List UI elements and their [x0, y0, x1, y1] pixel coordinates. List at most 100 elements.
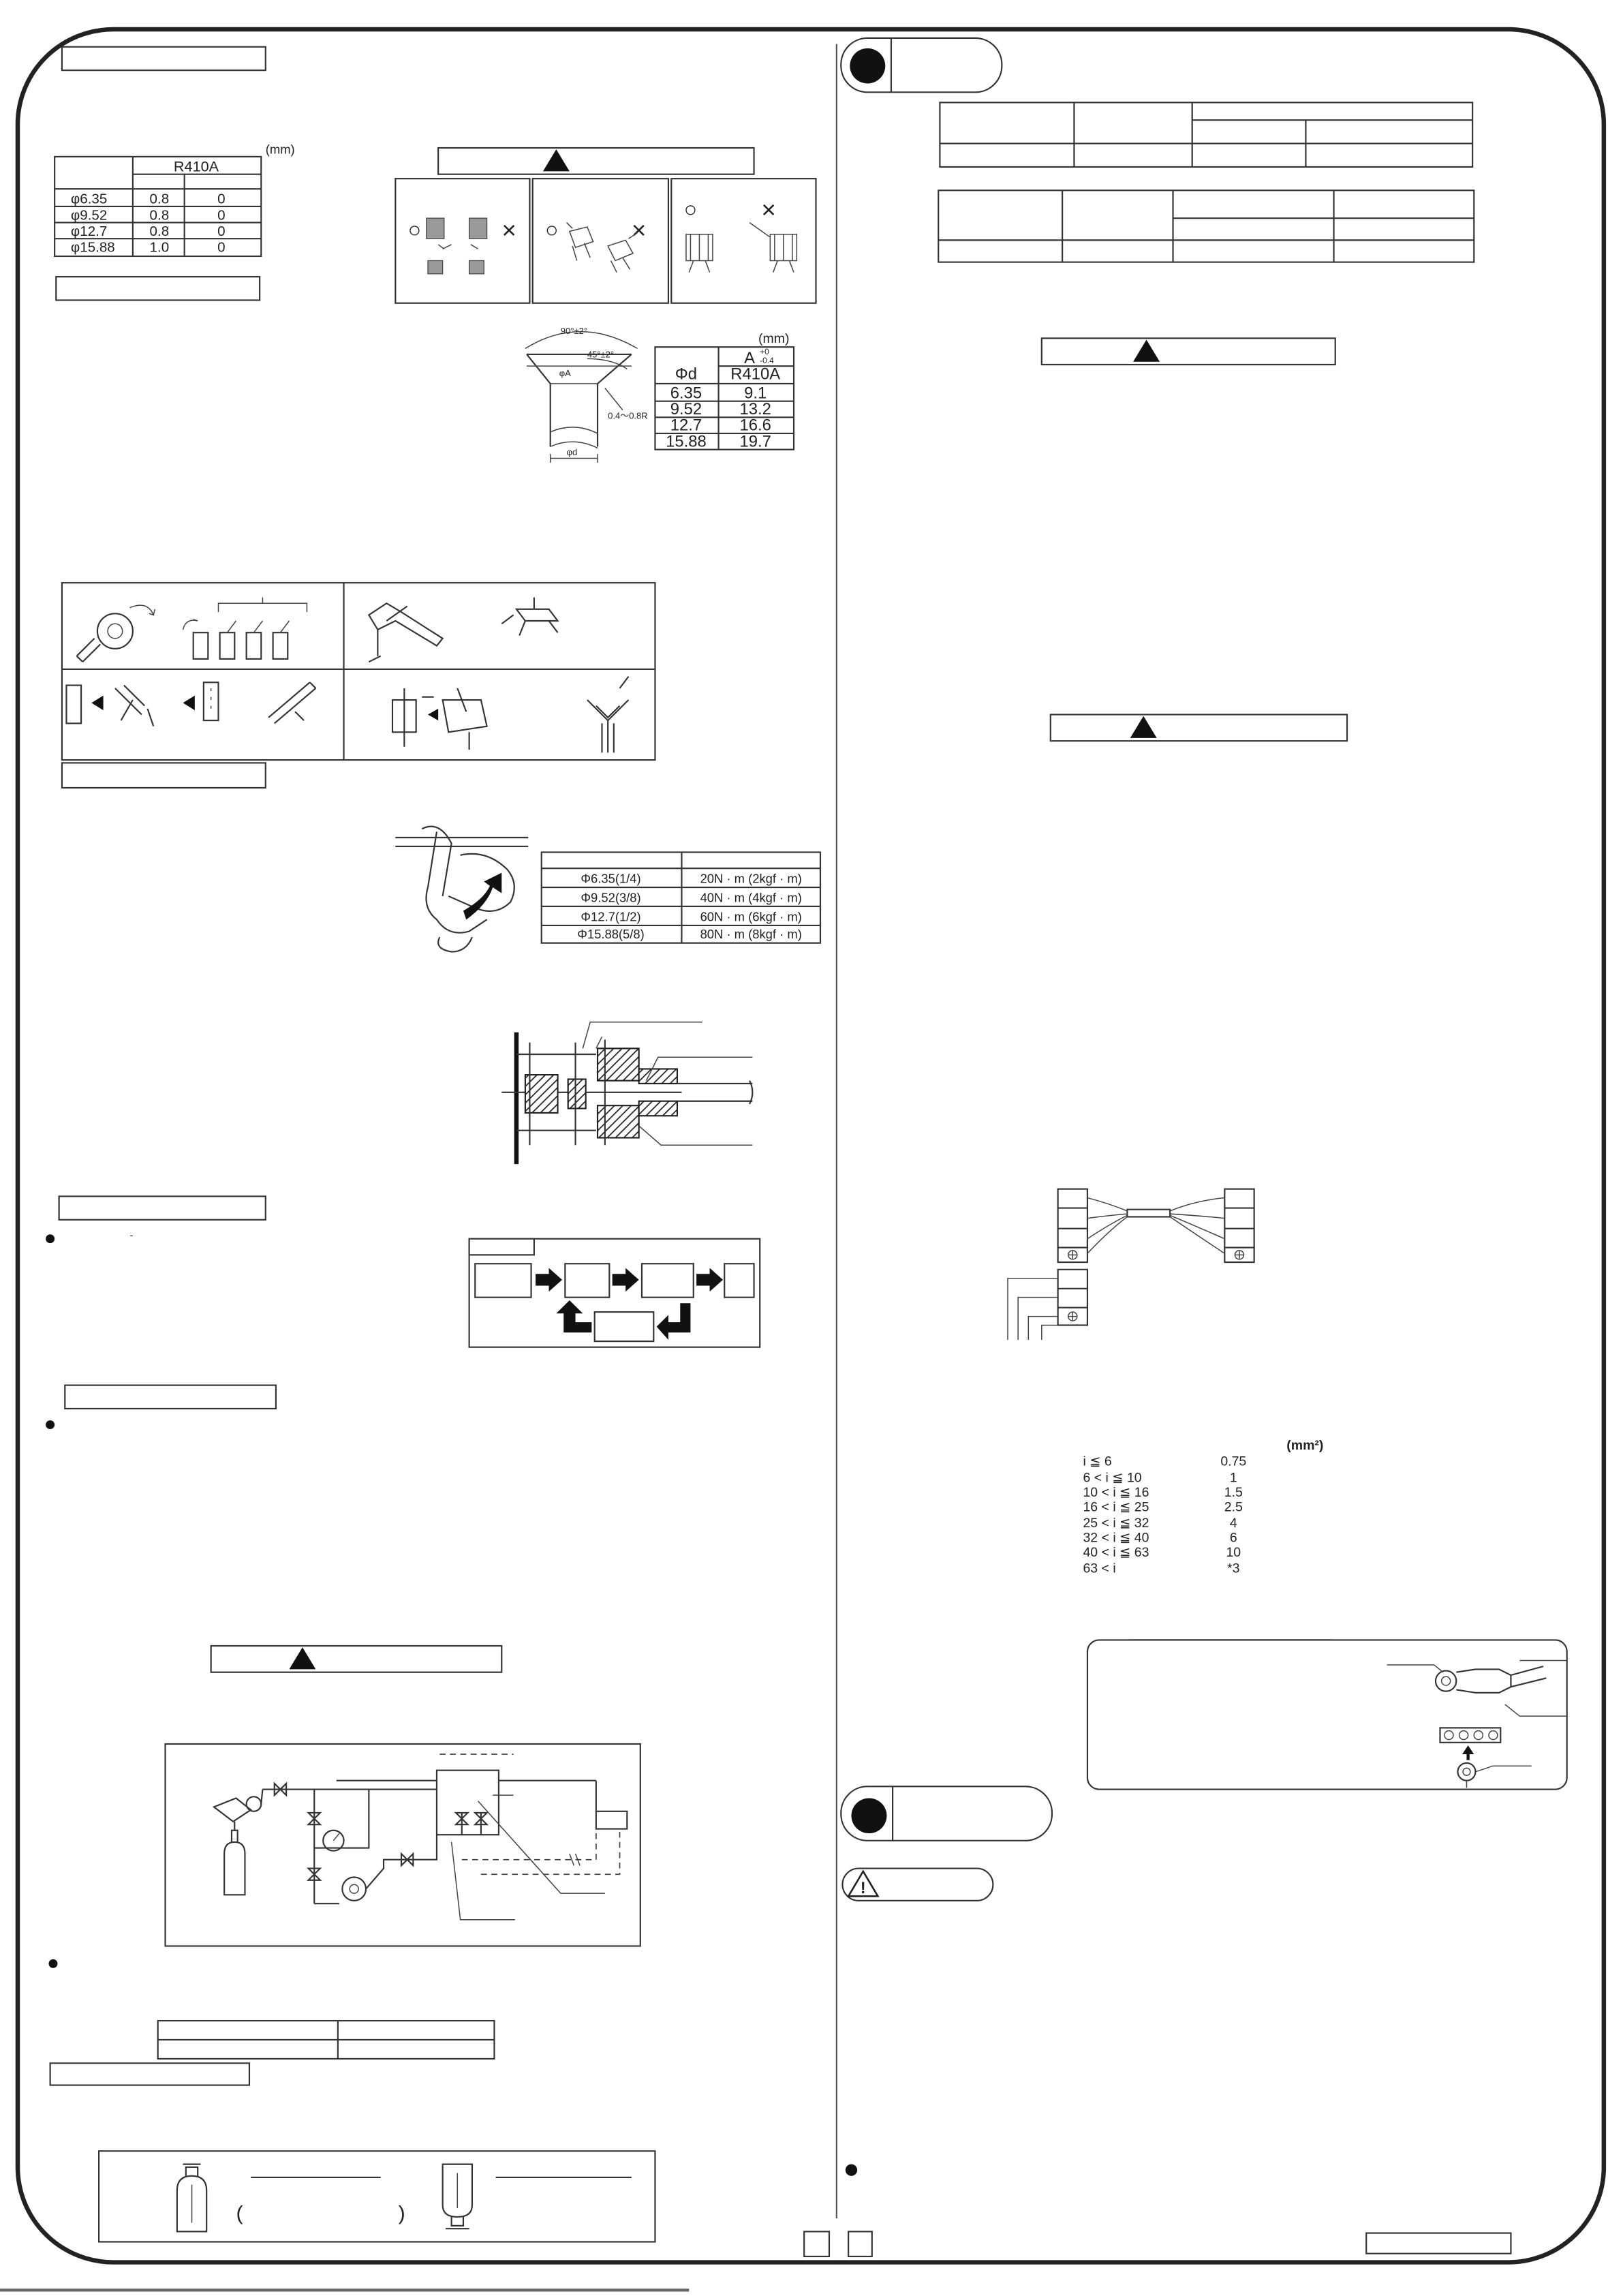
cut-pipe-drawing	[192, 632, 209, 660]
table-unit: (mm²)	[1286, 1438, 1323, 1453]
flow-step-box	[593, 1311, 655, 1343]
valve-icon	[306, 1811, 322, 1826]
bullet-icon	[48, 1959, 58, 1968]
table-cell: 63 < i	[1083, 1561, 1115, 1576]
pipe-cut-panel: ○ ×	[395, 178, 531, 304]
table-cell: 10 < i ≦ 16	[1083, 1485, 1149, 1500]
pipe-cut-panel: ○ ×	[531, 178, 670, 304]
table-row: φ9.52 0.8 0	[71, 207, 226, 223]
ng-symbol: ×	[501, 216, 516, 244]
radius-label: 0.4～0.8R	[608, 411, 647, 421]
table-cell: 4	[1230, 1516, 1237, 1531]
flare-nut-drawing	[685, 234, 713, 273]
table-row: 6 < i ≦ 10 1	[1083, 1470, 1237, 1485]
warning-header	[1040, 337, 1336, 366]
table-row: 40 < i ≦ 63 10	[1083, 1545, 1241, 1560]
section-number-circle-icon	[851, 1798, 887, 1834]
table-cell: 0	[217, 224, 225, 239]
pipe-cutter-drawing	[96, 613, 134, 649]
warning-header	[210, 1644, 503, 1673]
section-number-badge	[840, 37, 1003, 93]
flare-nut-drawing	[749, 221, 798, 273]
flare-tool-drawing	[501, 597, 559, 636]
tolerance-plus: +0	[760, 347, 769, 356]
paren-open: (	[236, 2202, 243, 2224]
table-cell: 16.6	[740, 417, 771, 435]
table-row: φ15.88 1.0 0	[71, 240, 226, 256]
valve-icon	[400, 1852, 414, 1867]
table-cell: Φ15.88(5/8)	[577, 927, 645, 941]
flare-dimension-drawing: 90°±2° 45°±2° φA 0.4～0.8R φd	[525, 326, 648, 463]
flow-title-tab	[468, 1238, 535, 1256]
flow-step-box	[724, 1263, 755, 1298]
table-header-refrigerant: R410A	[174, 157, 219, 174]
pipe-end-drawing	[426, 217, 445, 239]
table-cell: 0.75	[1220, 1454, 1246, 1469]
table-header-a: A	[744, 350, 755, 367]
ok-symbol: ○	[545, 217, 559, 242]
warning-triangle-icon	[1130, 716, 1157, 738]
table-cell: 6	[1230, 1531, 1237, 1546]
table-row: φ6.35 0.8 0	[71, 192, 226, 207]
table-row: 16 < i ≦ 25 2.5	[1083, 1499, 1242, 1514]
table-cell: 2.5	[1224, 1499, 1243, 1514]
table-row: 10 < i ≦ 16 1.5	[1083, 1485, 1242, 1500]
table-cell: 80N · m (8kgf · m)	[700, 927, 802, 941]
angle-45-label: 45°±2°	[587, 349, 614, 359]
table-row: 25 < i ≦ 32 4	[1083, 1516, 1237, 1531]
warning-header	[437, 147, 755, 175]
service-valve-icon	[454, 1811, 489, 1826]
reamer-drawing	[114, 684, 155, 727]
section-heading-box	[55, 276, 261, 301]
table-unit: (mm)	[266, 142, 295, 157]
pipe-drawing	[268, 682, 317, 724]
spec-table-b	[938, 189, 1475, 263]
table-cell: Φ6.35(1/4)	[581, 872, 640, 886]
arrow-return-icon	[556, 1300, 592, 1333]
table-cell: 13.2	[740, 401, 771, 418]
flare-dimension-table: (mm) A +0 -0.4 Φd R410A 6.35 9.1 9.52 13…	[654, 331, 795, 450]
angle-90-label: 90°±2°	[561, 326, 587, 336]
table-cell: 6 < i ≦ 10	[1083, 1470, 1141, 1485]
table-cell: Φ9.52(3/8)	[581, 891, 640, 905]
table-cell: φ12.7	[71, 224, 107, 239]
terminal-block	[1057, 1188, 1089, 1249]
table-row: Φ6.35(1/4) 20N · m (2kgf · m)	[581, 872, 802, 886]
dimension-a-label: φA	[559, 368, 571, 378]
pipe-cut-panel: ○ ×	[670, 178, 817, 304]
caution-mark: !	[861, 1880, 866, 1897]
table-cell: 40 < i ≦ 63	[1083, 1545, 1149, 1560]
table-cell: 0	[217, 240, 225, 256]
terminal-connection-panel	[1086, 1639, 1568, 1790]
table-cell: 40N · m (4kgf · m)	[700, 891, 802, 905]
flow-step-box	[564, 1263, 610, 1298]
table-row: 6.35 9.1	[670, 384, 767, 402]
refrigerant-cylinder-panel: ( )	[98, 2150, 656, 2243]
table-cell: 0	[217, 207, 225, 223]
table-row: 9.52 13.2	[670, 401, 771, 418]
flaring-procedure-panel	[61, 582, 656, 761]
table-cell: 1	[1230, 1470, 1237, 1485]
pipe-drawing	[65, 684, 82, 724]
ng-symbol: ×	[761, 196, 776, 224]
table-row: 12.7 16.6	[670, 417, 771, 435]
deburr-drawing	[566, 222, 594, 261]
section-heading-box	[58, 1195, 266, 1221]
table-row: φ12.7 0.8 0	[71, 224, 226, 239]
table-row: i ≦ 6 0.75	[1083, 1454, 1246, 1469]
pipe-end-drawing	[468, 260, 484, 275]
warning-triangle-icon	[289, 1647, 316, 1670]
flow-step-box	[640, 1263, 694, 1298]
wire-size-table: (mm²) i ≦ 6 0.75 6 < i ≦ 10 1 10 < i ≦ 1…	[1083, 1438, 1323, 1576]
table-cell: 1.0	[150, 240, 170, 256]
caution-triangle-icon	[846, 1869, 880, 1897]
outdoor-unit-drawing	[595, 1810, 628, 1830]
table-cell: 0.8	[150, 207, 170, 223]
spec-table-a	[939, 102, 1474, 168]
table-cell: φ6.35	[71, 192, 107, 207]
arrow-right-icon	[612, 1268, 639, 1292]
section-number-badge	[840, 1786, 1053, 1841]
table-row: Φ15.88(5/8) 80N · m (8kgf · m)	[577, 927, 802, 941]
dimension-d-label: φd	[567, 447, 578, 457]
